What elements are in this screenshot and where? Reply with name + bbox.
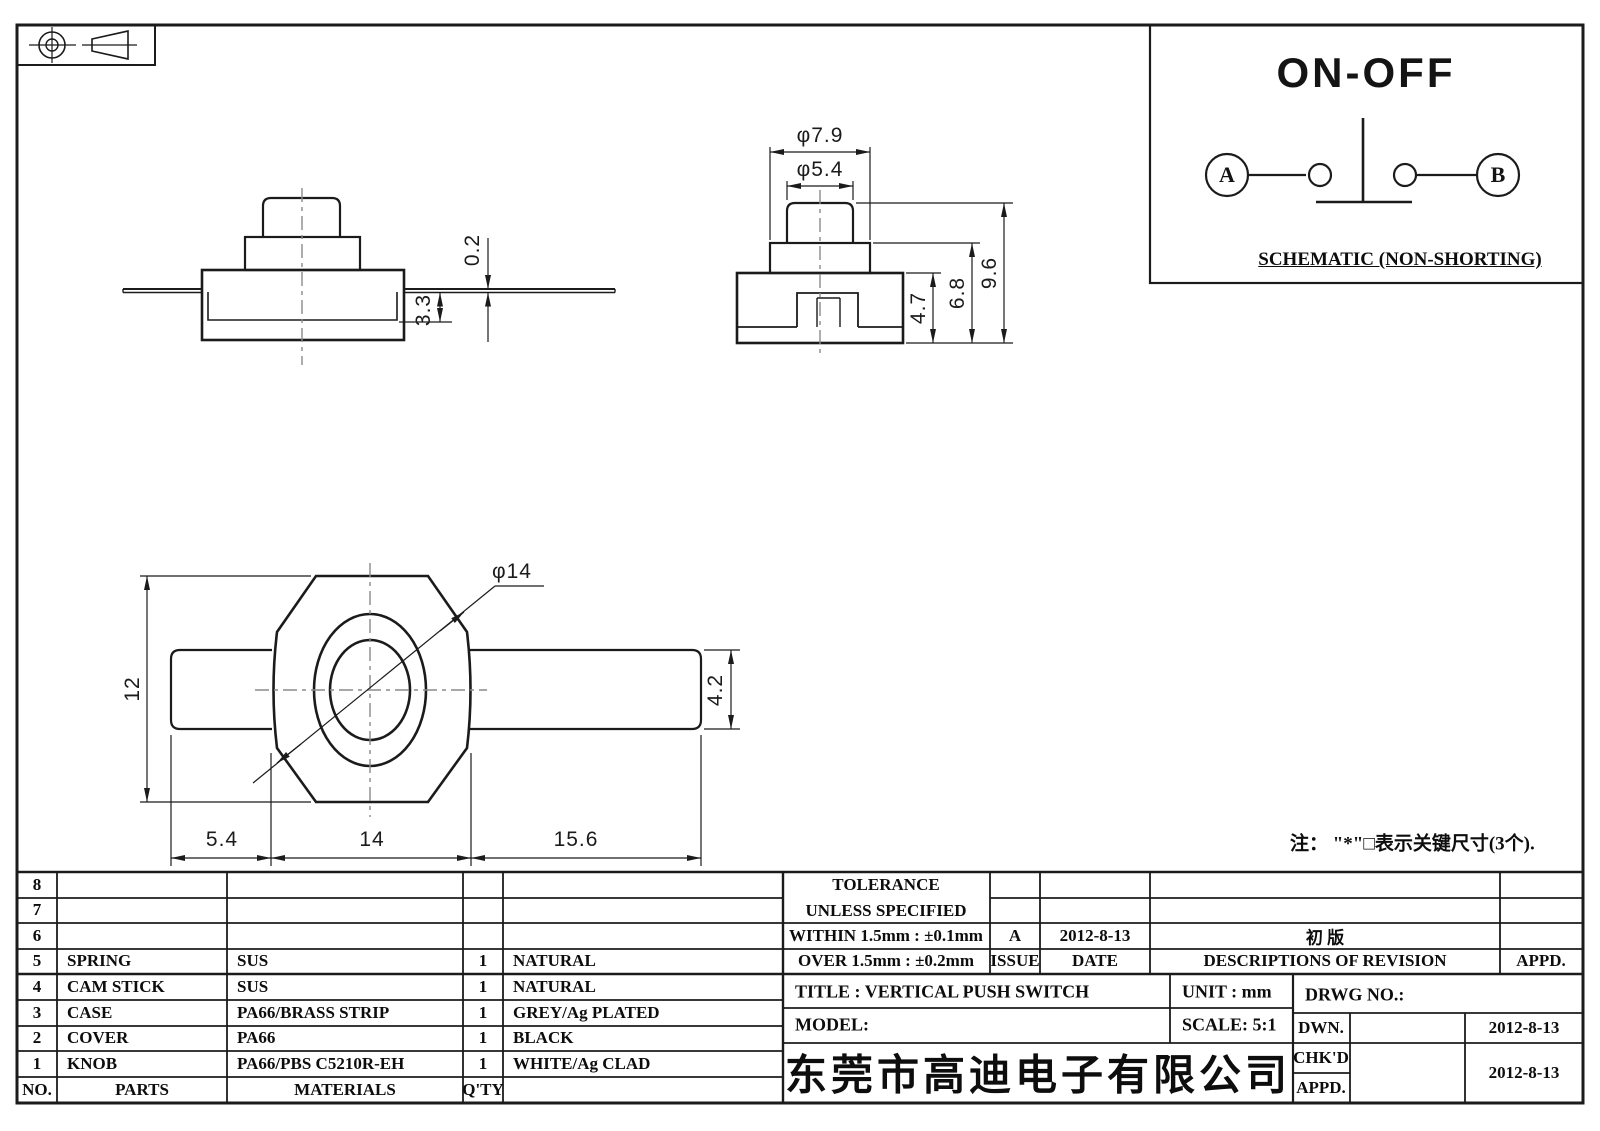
dim-side-base-dia: φ7.9: [796, 124, 844, 147]
dim-top-body-length: 14: [359, 828, 385, 851]
parts-row-material: SUS: [237, 977, 269, 996]
chkd-label: CHK'D: [1293, 1048, 1349, 1067]
schematic-title: ON-OFF: [1276, 49, 1456, 96]
dim-front-inner-depth: 3.3: [412, 293, 435, 327]
parts-row-color: NATURAL: [513, 951, 596, 970]
tolerance-subtitle: UNLESS SPECIFIED: [805, 901, 967, 920]
parts-row-no: 2: [32, 1028, 42, 1047]
parts-row-color: GREY/Ag PLATED: [513, 1003, 660, 1022]
issue-date-value: 2012-8-13: [1059, 926, 1131, 945]
parts-row-part: SPRING: [67, 951, 132, 970]
parts-row-qty: 1: [478, 1054, 488, 1073]
parts-row-no: 8: [32, 875, 42, 894]
dim-side-total-height: 9.6: [978, 256, 1001, 290]
parts-row-qty: 1: [478, 1003, 488, 1022]
key-dimension-note: 注： "*"□表示关键尺寸(3个).: [1290, 833, 1535, 855]
dim-side-knob-dia: φ5.4: [796, 158, 844, 181]
parts-row-color: WHITE/Ag CLAD: [513, 1054, 651, 1073]
parts-row-no: 7: [32, 900, 42, 919]
parts-row-no: 5: [32, 951, 42, 970]
drawing-title: TITLE : VERTICAL PUSH SWITCH: [795, 981, 1090, 1002]
parts-row-no: 4: [32, 977, 42, 996]
tolerance-over: OVER 1.5mm : ±0.2mm: [797, 951, 975, 970]
revision-description: 初 版: [1305, 928, 1345, 948]
dim-top-body-dia: φ14: [492, 560, 532, 583]
tolerance-within: WITHIN 1.5mm : ±0.1mm: [789, 926, 983, 945]
unit-label: UNIT : mm: [1182, 981, 1272, 1002]
parts-row-part: CAM STICK: [67, 977, 165, 996]
parts-row-color: NATURAL: [513, 977, 596, 996]
date-label: DATE: [1072, 951, 1118, 970]
dwn-label: DWN.: [1298, 1018, 1344, 1037]
parts-row-part: COVER: [67, 1028, 129, 1047]
scale-label: SCALE: 5:1: [1182, 1014, 1277, 1035]
projection-symbol-icon: [16, 24, 156, 66]
dim-top-body-width: 12: [121, 676, 144, 702]
dim-top-right-length: 15.6: [553, 828, 599, 851]
parts-row-material: PA66/BRASS STRIP: [237, 1003, 390, 1022]
parts-row-qty: 1: [478, 1028, 488, 1047]
model-label: MODEL:: [795, 1014, 869, 1035]
parts-row-material: SUS: [237, 951, 269, 970]
parts-row-part: KNOB: [67, 1054, 118, 1073]
revision-header: DESCRIPTIONS OF REVISION: [1203, 951, 1447, 970]
table-grid: [17, 870, 1583, 1103]
schematic-caption: SCHEMATIC (NON-SHORTING): [1258, 249, 1542, 270]
parts-row-part: CASE: [67, 1003, 113, 1022]
issue-value: A: [1008, 926, 1022, 945]
front-view: [122, 188, 616, 365]
company-name: 东莞市高迪电子有限公司: [784, 1051, 1292, 1099]
parts-header-materials: MATERIALS: [294, 1080, 396, 1099]
dim-top-terminal-width: 4.2: [704, 673, 727, 707]
appd-label: APPD.: [1296, 1078, 1346, 1097]
parts-row-color: BLACK: [513, 1028, 574, 1047]
dim-side-mid-height: 6.8: [946, 276, 969, 310]
terminal-a-label: A: [1219, 162, 1235, 187]
switch-circuit-icon: [1204, 118, 1521, 204]
schematic-box: [1148, 23, 1585, 285]
chkd-appd-date: 2012-8-13: [1488, 1063, 1560, 1082]
parts-header-qty: Q'TY: [462, 1080, 504, 1099]
top-view: [140, 563, 740, 866]
dwn-date: 2012-8-13: [1488, 1018, 1560, 1037]
parts-row-no: 6: [32, 926, 42, 945]
issue-label: ISSUE: [990, 951, 1040, 970]
drwg-no-label: DRWG NO.:: [1305, 984, 1405, 1005]
page-border: [15, 23, 1585, 1105]
parts-row-qty: 1: [478, 977, 488, 996]
parts-header-no: NO.: [22, 1080, 52, 1099]
side-view: [735, 147, 1013, 358]
parts-row-material: PA66/PBS C5210R-EH: [237, 1054, 405, 1073]
dim-front-terminal-thickness: 0.2: [461, 233, 484, 267]
dim-top-left-length: 5.4: [205, 828, 239, 851]
parts-row-no: 3: [32, 1003, 42, 1022]
terminal-b-label: B: [1490, 162, 1506, 187]
parts-row-material: PA66: [237, 1028, 276, 1047]
revision-appd-header: APPD.: [1516, 951, 1566, 970]
parts-row-no: 1: [32, 1054, 42, 1073]
parts-header-parts: PARTS: [115, 1080, 169, 1099]
parts-row-qty: 1: [478, 951, 488, 970]
dim-side-body-height: 4.7: [907, 291, 930, 325]
tolerance-title: TOLERANCE: [832, 875, 940, 894]
